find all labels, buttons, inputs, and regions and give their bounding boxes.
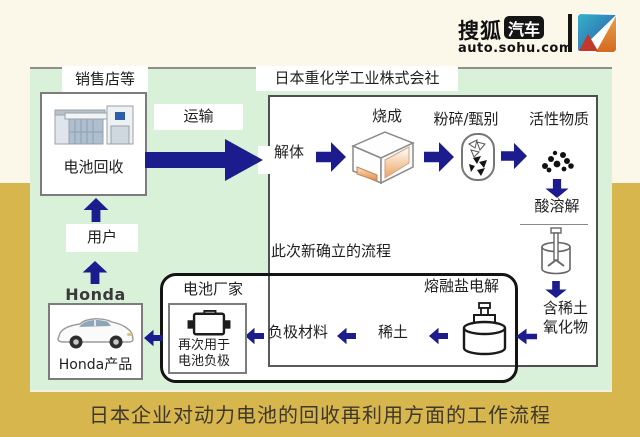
reuse-line1: 再次用于	[178, 338, 231, 353]
arrow-left-2	[429, 327, 448, 345]
reuse-box: 再次用于 电池负极	[168, 303, 247, 374]
arrow-left-1	[516, 328, 537, 345]
transport-label: 运输	[154, 104, 243, 130]
new-process-note: 此次新确立的流程	[271, 242, 392, 260]
reuse-line2: 电池负极	[178, 354, 231, 369]
company-box-bottom-border-segment	[268, 365, 518, 367]
arrow-transport	[145, 139, 263, 181]
arrow-up-2	[82, 261, 108, 284]
battery-maker-label: 电池厂家	[183, 280, 244, 298]
stirred-vessel-icon	[541, 227, 571, 275]
kiln-icon	[351, 131, 415, 185]
company-name-label: 日本重化学工业株式会社	[256, 66, 458, 91]
image-caption: 日本企业对动力电池的回收再利用方面的工作流程	[89, 403, 551, 427]
battery-cell-icon	[187, 310, 231, 336]
arrow-right-3	[501, 142, 527, 170]
dealership-building-icon	[54, 105, 134, 145]
acid-dissolve-label: 酸溶解	[534, 197, 580, 215]
arrow-down-2	[545, 281, 567, 298]
crusher-icon	[461, 133, 495, 181]
divider-line	[520, 224, 588, 225]
honda-product-label: Honda产品	[58, 357, 133, 373]
arrow-right-2	[424, 142, 454, 172]
anode-material-label: 负极材料	[268, 323, 329, 341]
battery-recycle-box: 电池回收	[40, 92, 147, 196]
arrow-right-1	[316, 142, 346, 172]
sohu-auto-logo: 搜狐 汽车 auto.sohu.com	[455, 10, 630, 60]
firing-label: 烧成	[371, 107, 402, 125]
honda-car-icon	[57, 318, 134, 349]
new-process-box-border	[160, 273, 518, 383]
arrow-left-4	[245, 327, 264, 345]
rare-earth-oxide-line1: 含稀土	[543, 299, 589, 317]
sales-store-label: 销售店等	[62, 66, 148, 93]
arrow-down-1	[545, 179, 569, 198]
electrolysis-cell-icon	[462, 302, 507, 356]
sohu-auto-badge: 汽车	[504, 16, 544, 39]
logo-divider-bar	[568, 14, 572, 52]
battery-recycle-label: 电池回收	[63, 158, 124, 177]
sohu-brand-text: 搜狐	[458, 19, 502, 43]
honda-product-box: Honda产品	[48, 303, 143, 380]
arrow-up-1	[83, 198, 109, 222]
arrow-gap-patch	[258, 146, 272, 174]
honda-wordmark: Honda	[65, 285, 126, 304]
rare-earth-label: 稀土	[377, 323, 408, 341]
dismantle-label: 解体	[274, 143, 305, 161]
rare-earth-oxide-label: 含稀土 氧化物	[543, 299, 589, 336]
rare-earth-oxide-line2: 氧化物	[543, 317, 589, 336]
crush-sort-label: 粉碎/甄别	[433, 110, 499, 128]
arrow-left-3	[337, 327, 356, 345]
active-material-label: 活性物质	[528, 110, 589, 128]
sohu-domain-text: auto.sohu.com	[458, 41, 573, 56]
arrow-left-5	[144, 329, 163, 347]
company-box-left-border-segment	[268, 273, 270, 367]
sohu-auto-logo-icon	[577, 13, 617, 53]
user-label: 用户	[66, 224, 138, 252]
molten-salt-label: 熔融盐电解	[424, 277, 500, 295]
active-material-dots-icon	[542, 150, 574, 173]
